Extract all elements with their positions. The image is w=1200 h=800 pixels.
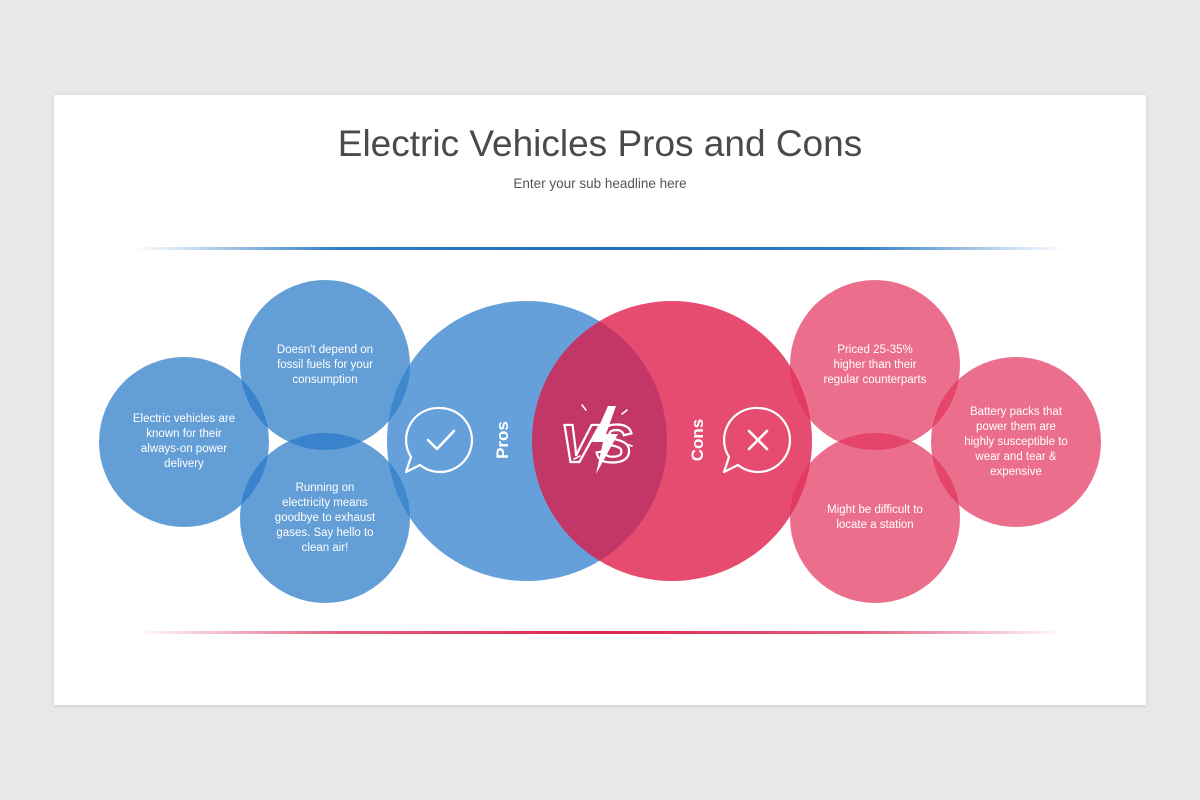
cons-item-price-text: Priced 25-35% higher than their regular … — [823, 343, 927, 386]
cons-circle-price: Priced 25-35% higher than their regular … — [790, 280, 960, 450]
vs-text: VS — [560, 414, 632, 474]
pros-item-power-text: Electric vehicles are known for their al… — [132, 413, 236, 470]
cons-item-station-text: Might be difficult to locate a station — [827, 504, 923, 531]
bottom-divider-red — [135, 631, 1065, 634]
pros-circle-exhaust: Running on electricity means goodbye to … — [240, 433, 410, 603]
cons-circle-battery: Battery packs that power them are highly… — [931, 357, 1101, 527]
pros-item-exhaust-text: Running on electricity means goodbye to … — [274, 481, 376, 554]
cons-main-circle — [532, 301, 812, 581]
top-divider-blue — [135, 247, 1065, 250]
pros-circle-power: Electric vehicles are known for their al… — [99, 357, 269, 527]
x-speech-bubble-icon — [722, 406, 792, 474]
pros-label: Pros — [493, 421, 512, 459]
cons-item-battery-text: Battery packs that power them are highly… — [964, 405, 1068, 478]
pros-item-fossil-text: Doesn't depend on fossil fuels for your … — [276, 343, 374, 386]
cons-circle-station: Might be difficult to locate a station — [790, 433, 960, 603]
slide-title: Electric Vehicles Pros and Cons — [337, 123, 863, 164]
pros-circle-fossil: Doesn't depend on fossil fuels for your … — [240, 280, 410, 450]
slide-subtitle: Enter your sub headline here — [513, 176, 687, 191]
check-speech-bubble-icon — [404, 406, 474, 474]
cons-label: Cons — [688, 418, 707, 462]
vs-lightning-icon: VS — [559, 404, 633, 475]
